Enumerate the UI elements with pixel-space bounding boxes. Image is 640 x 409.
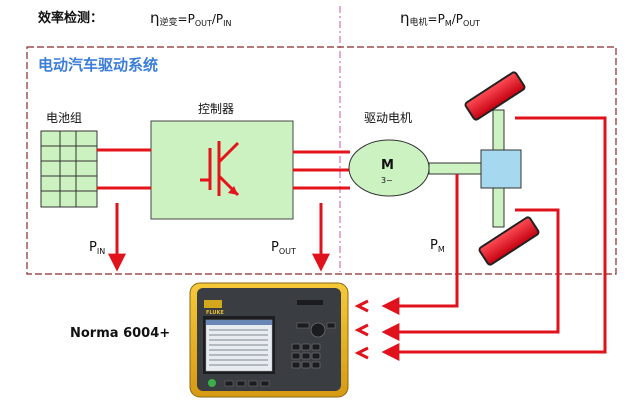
motor-label: 驱动电机 [364, 111, 412, 125]
controller-label: 控制器 [198, 102, 234, 116]
instrument-brand: FLUKE [206, 310, 224, 316]
controller-block [150, 120, 294, 220]
p-in-label: PIN [89, 240, 105, 256]
dc-bus-wires [97, 148, 151, 190]
motor-symbol: M [381, 158, 394, 173]
p-m-label: PM [430, 238, 445, 254]
wheel-top-icon [464, 71, 526, 121]
p-out-label: POUT [271, 240, 296, 256]
wheel1-speed-line [381, 116, 607, 361]
efficiency-label: 效率检测： [38, 10, 103, 26]
drive-shaft [428, 162, 482, 175]
system-title: 电动汽车驱动系统 [38, 56, 158, 74]
nav-pad-icon [310, 322, 326, 338]
analyzer-screen [205, 319, 273, 372]
battery-label: 电池组 [46, 111, 82, 125]
signal-chevrons [354, 299, 369, 360]
ac-phase-wires [293, 150, 350, 190]
pm-signal-line [381, 174, 459, 315]
system-boundary [26, 46, 617, 275]
differential-hub [480, 149, 522, 189]
power-button-icon [208, 379, 216, 387]
battery-pack [40, 130, 98, 208]
motor-efficiency-formula: η电机=PM/POUT [400, 9, 480, 28]
wheel2-speed-line [381, 208, 560, 341]
inverter-efficiency-formula: η逆变=POUT/PIN [150, 9, 232, 28]
instrument-name: Norma 6004+ [70, 326, 170, 341]
motor-phase: 3~ [381, 176, 393, 185]
power-analyzer: FLUKE [189, 282, 349, 398]
wheel-bottom-icon [478, 216, 540, 266]
